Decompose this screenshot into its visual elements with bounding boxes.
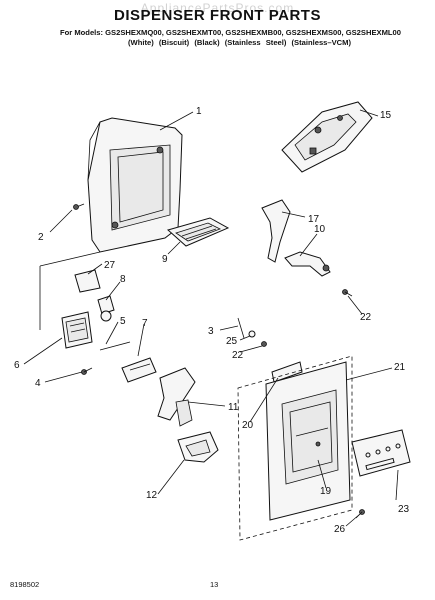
- part-22-screw-b: [261, 341, 267, 347]
- callout-labels: 1 2 3 4 5 6 7 8 9 10 11 12 15 17 19 20 2…: [14, 106, 410, 535]
- part-21-front-panel: [265, 361, 351, 521]
- watermark: AppliancePartsPros.com: [140, 1, 295, 15]
- callout-9: 9: [162, 254, 168, 265]
- callout-27: 27: [104, 260, 116, 271]
- callout-26: 26: [334, 524, 346, 535]
- part-2-screw: [73, 203, 85, 210]
- callout-1: 1: [196, 106, 202, 117]
- part-27-switch: [74, 269, 101, 293]
- part-6-light-housing: [61, 311, 93, 349]
- callout-12: 12: [146, 490, 158, 501]
- page-number: 13: [210, 580, 219, 589]
- callout-2: 2: [38, 232, 44, 243]
- part-12-chute-door: [177, 431, 219, 463]
- callout-4: 4: [35, 378, 41, 389]
- callout-11: 11: [228, 402, 239, 413]
- part-25-grommet: [248, 330, 256, 338]
- models-line: For Models: GS2SHEXMQ00, GS2SHEXMT00, GS…: [60, 28, 401, 37]
- callout-22-b: 22: [232, 350, 244, 361]
- part-20-bracket: [271, 361, 303, 383]
- callout-19: 19: [320, 486, 332, 497]
- callout-7: 7: [142, 318, 148, 329]
- callout-15: 15: [380, 110, 392, 121]
- part-5-spring: [99, 341, 131, 351]
- callout-6: 6: [14, 360, 20, 371]
- part-23-control-overlay: [351, 429, 411, 477]
- callout-8: 8: [120, 274, 126, 285]
- part-3-clip: [237, 317, 245, 339]
- callout-17: 17: [308, 214, 320, 225]
- doc-number: 8198502: [10, 580, 40, 589]
- colors-line: (White) (Biscuit) (Black) (Stainless Ste…: [128, 38, 352, 47]
- part-22-screw-a: [342, 289, 353, 297]
- part-10-lever: [284, 251, 331, 277]
- part-4-screw: [81, 367, 93, 375]
- part-7-actuator: [121, 357, 157, 383]
- callout-22-a: 22: [360, 312, 372, 323]
- callout-21: 21: [394, 362, 406, 373]
- part-9-pad: [166, 217, 230, 247]
- part-17-bracket: [261, 199, 291, 263]
- callout-10: 10: [314, 224, 326, 235]
- callout-5: 5: [120, 316, 126, 327]
- part-11-ice-paddle: [157, 367, 196, 427]
- part-1-housing: [87, 117, 183, 253]
- callout-20: 20: [242, 420, 254, 431]
- callout-23: 23: [398, 504, 410, 515]
- page-title: DISPENSER FRONT PARTS: [114, 7, 321, 24]
- part-8-bulb: [97, 295, 115, 322]
- leader-lines: [23, 109, 399, 527]
- callout-3: 3: [208, 326, 214, 337]
- callout-25: 25: [226, 336, 238, 347]
- part-15-motor-assembly: [281, 101, 373, 173]
